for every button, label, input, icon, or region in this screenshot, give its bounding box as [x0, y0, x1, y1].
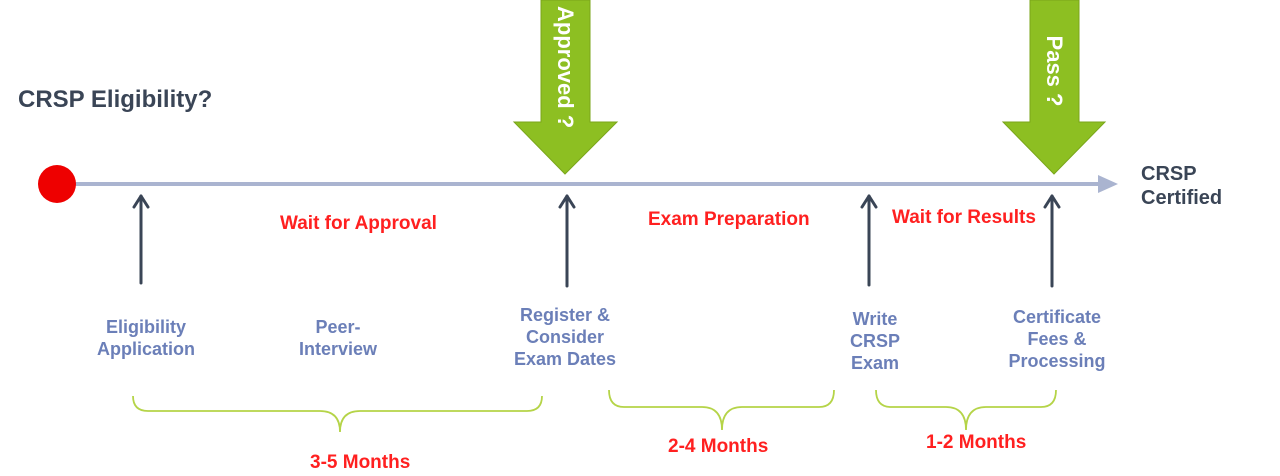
phase-wait-results: Wait for Results — [892, 207, 1036, 228]
page-title: CRSP Eligibility? — [18, 86, 213, 113]
duration-2-4-months: 2-4 Months — [668, 436, 769, 457]
pass-arrow — [1001, 0, 1107, 175]
brace-1-2-months — [875, 389, 1057, 431]
step-eligibility-application: Eligibility Application — [97, 317, 195, 359]
step-certificate-fees: Certificate Fees & Processing — [1008, 307, 1106, 371]
pointer-arrow-register — [558, 194, 576, 288]
pointer-arrow-write-exam — [860, 194, 878, 287]
phase-wait-approval: Wait for Approval — [280, 213, 437, 234]
brace-2-4-months — [608, 389, 835, 431]
step-peer-interview: Peer- Interview — [298, 317, 378, 359]
end-label: CRSP Certified — [1141, 163, 1223, 209]
step-register-exam-dates: Register & Consider Exam Dates — [513, 305, 617, 369]
timeline-arrowhead — [1098, 175, 1118, 193]
brace-3-5-months — [132, 395, 543, 433]
pass-label: Pass ? — [1042, 35, 1067, 107]
approved-label: Approved ? — [553, 6, 578, 129]
duration-1-2-months: 1-2 Months — [926, 432, 1027, 453]
pointer-arrow-eligibility — [132, 194, 150, 285]
approved-arrow — [512, 0, 619, 175]
phase-exam-preparation: Exam Preparation — [648, 209, 810, 230]
duration-3-5-months: 3-5 Months — [310, 452, 411, 473]
step-write-exam: Write CRSP Exam — [849, 309, 900, 373]
pointer-arrow-certificate — [1043, 194, 1061, 288]
start-dot — [38, 165, 76, 203]
